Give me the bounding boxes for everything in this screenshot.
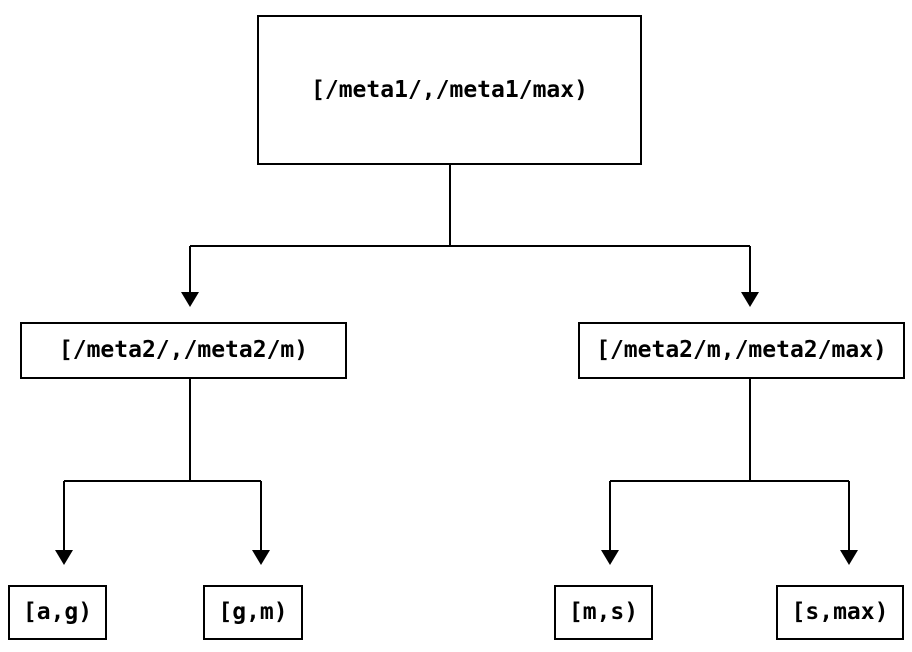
edge-root-to-children (189, 165, 751, 292)
node-label: [g,m) (218, 599, 288, 625)
node-label: [a,g) (22, 599, 93, 625)
arrow-down-icon (252, 550, 270, 565)
node-meta2-low-interval: [/meta2/,/meta2/m) (20, 322, 347, 379)
node-leaf-a-g: [a,g) (8, 585, 107, 640)
arrow-down-icon (741, 292, 759, 307)
edge-right-to-children (609, 379, 850, 550)
node-leaf-s-max: [s,max) (776, 585, 904, 640)
node-label: [m,s) (568, 599, 639, 625)
arrow-down-icon (601, 550, 619, 565)
edge-left-to-children (63, 379, 262, 550)
arrow-down-icon (55, 550, 73, 565)
node-root-interval: [/meta1/,/meta1/max) (257, 15, 642, 165)
node-label: [/meta1/,/meta1/max) (311, 76, 588, 103)
arrow-down-icon (181, 292, 199, 307)
node-label: [/meta2/,/meta2/m) (58, 337, 309, 363)
arrow-down-icon (840, 550, 858, 565)
node-meta2-high-interval: [/meta2/m,/meta2/max) (578, 322, 905, 379)
node-label: [/meta2/m,/meta2/max) (596, 337, 887, 363)
node-leaf-g-m: [g,m) (203, 585, 303, 640)
node-leaf-m-s: [m,s) (554, 585, 653, 640)
node-label: [s,max) (791, 599, 889, 625)
